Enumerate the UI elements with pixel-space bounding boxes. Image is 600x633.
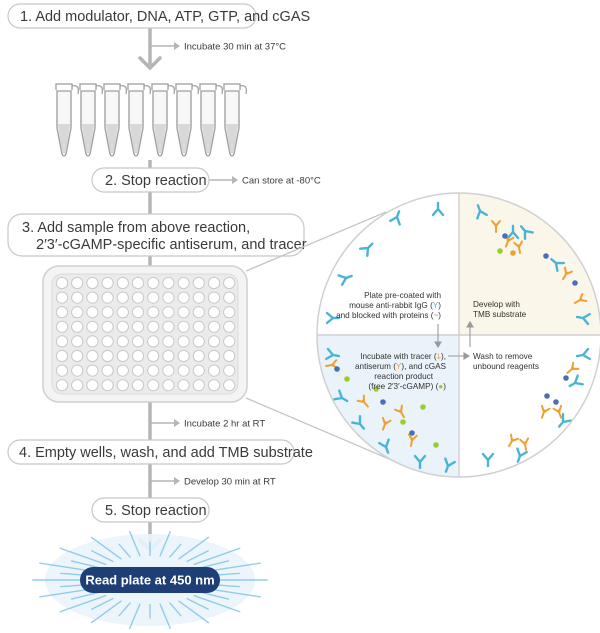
q2-line2: TMB substrate [473,310,527,319]
incubate1-note: Incubate 30 min at 37°C [184,42,286,53]
final-label: Read plate at 450 nm [85,573,214,588]
cgamp-dot-icon [344,376,350,382]
step3-label-line1: 3. Add sample from above reaction, [22,220,250,236]
cgamp-dot-icon [334,366,340,372]
tube-icon [151,83,175,157]
q3-line2: antiserum (Y), and cGAS [355,362,447,371]
plate-icon [42,265,248,403]
step3-label-line2: 2′3′-cGAMP-specific antiserum, and trace… [36,237,307,253]
quadrant-arrows [434,320,474,360]
q2-text: Develop with TMB substrate [473,300,527,319]
step2-label: 2. Stop reaction [105,173,207,189]
step4-label: 4. Empty wells, wash, and add TMB substr… [19,445,313,461]
tube-icon [175,83,199,157]
tube-icon [103,83,127,157]
cgamp-dot-icon [373,386,379,392]
branch-lines [150,45,234,482]
cgamp-dot-icon [510,250,516,256]
tube-icon [199,83,223,157]
protein-symbol: ~ [433,311,438,320]
step2-box [91,167,210,193]
cgamp-dot-icon [380,399,386,405]
step5-label: 5. Stop reaction [105,503,207,519]
q1-line1: Plate pre-coated with [364,291,441,300]
cgamp-symbol: ● [438,382,443,391]
final-box [80,567,220,593]
step1-label: 1. Add modulator, DNA, ATP, GTP, and cGA… [20,9,310,25]
q1-line2: mouse anti-rabbit IgG (Y) [349,301,441,310]
branch-arrowheads [174,42,238,485]
step1-box [7,3,257,29]
q4-line1: Wash to remove [473,352,533,361]
q1-text: Plate pre-coated with mouse anti-rabbit … [336,291,441,320]
tube-icon [55,83,79,157]
incubate2-note: Incubate 2 hr at RT [184,419,265,430]
tube-icon [127,83,151,157]
cgamp-dot-icon [420,404,426,410]
q2-line1: Develop with [473,300,520,309]
tubes-icon [55,83,247,157]
q1-line3: and blocked with proteins (~) [336,311,441,320]
q3-line1: Incubate with tracer (ↆ), [360,352,446,361]
step4-box [7,439,295,465]
step5-box [91,497,210,523]
tracer-symbol: ↆ [437,352,442,361]
step3-box [7,213,305,257]
cgamp-dot-icon [409,430,415,436]
cgamp-dot-icon [543,253,549,259]
cgamp-dot-icon [563,375,569,381]
q3-line4: (free 2′3′-cGAMP) (●) [368,382,446,391]
q3-text: Incubate with tracer (ↆ), antiserum (Y),… [355,352,447,391]
antiserum-symbol: Y [396,362,402,371]
plate-wells [55,276,236,392]
develop-note: Develop 30 min at RT [184,477,276,488]
cgamp-dot-icon [553,399,559,405]
tube-icon [79,83,103,157]
molecules [324,201,591,475]
cgamp-dot-icon [544,393,550,399]
cgamp-dot-icon [497,248,503,254]
store-note: Can store at -80°C [242,176,321,187]
antibody-symbol: Y [433,301,439,310]
cgamp-dot-icon [572,280,578,286]
zoom-circle [316,192,600,478]
q3-line3: reaction product [374,372,433,381]
q4-line2: unbound reagents [473,362,539,371]
cgamp-dot-icon [502,233,508,239]
cgamp-dot-icon [433,442,439,448]
cgamp-dot-icon [400,419,406,425]
tube-icon [223,83,247,157]
q4-text: Wash to remove unbound reagents [473,352,539,371]
